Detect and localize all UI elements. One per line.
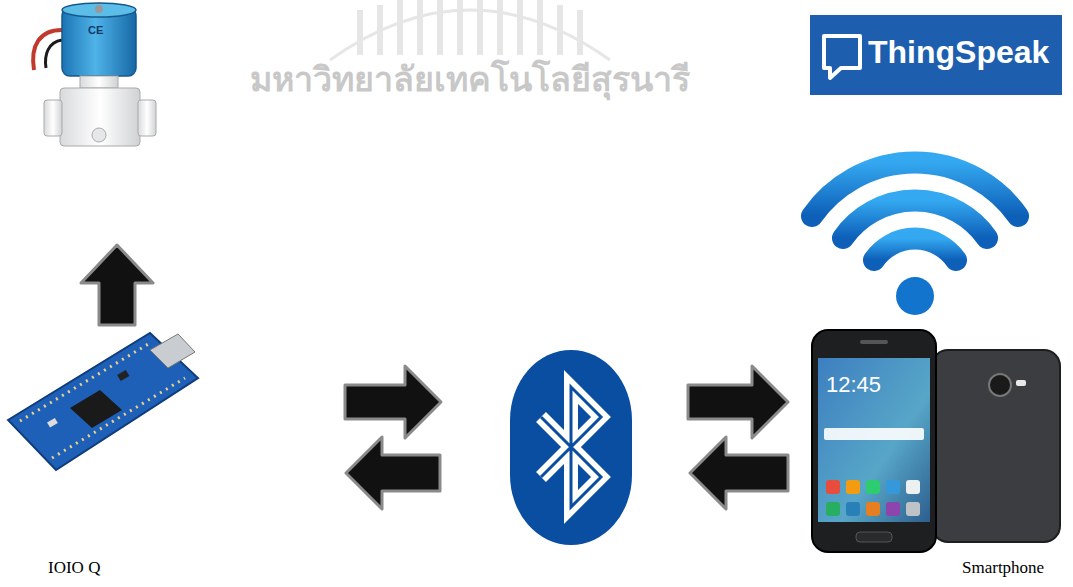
pcb <box>8 333 198 470</box>
valve-port <box>44 100 62 136</box>
usb-port <box>150 334 195 368</box>
node-title: IOIO Q <box>48 558 100 578</box>
phone-back <box>932 350 1060 542</box>
app-icon <box>826 480 840 494</box>
search-bar <box>824 428 924 440</box>
node-title: ThingSpeak <box>868 34 1049 71</box>
thingspeak-icon <box>824 36 860 78</box>
wifi-arc <box>812 163 1018 216</box>
wifi-symbol <box>812 163 1018 260</box>
wifi-arc <box>874 239 956 260</box>
phone-screen <box>818 358 930 522</box>
phone-flash <box>1016 380 1026 386</box>
valve-port <box>138 100 156 136</box>
valve-wire <box>33 30 62 70</box>
chip <box>70 390 122 428</box>
watermark-logo <box>330 0 610 60</box>
bluetooth-badge <box>510 350 632 545</box>
app-icon <box>846 480 860 494</box>
app-icon <box>846 502 860 516</box>
component <box>117 370 129 381</box>
app-icon <box>866 502 880 516</box>
screen-clock: 12:45 <box>826 372 881 398</box>
bluetooth-rune-inner <box>541 387 601 507</box>
valve-neck <box>80 76 118 88</box>
block-arrow <box>690 437 788 509</box>
smartphone-illustration <box>812 330 1060 552</box>
node-title: Smartphone <box>962 558 1044 578</box>
app-icon <box>866 480 880 494</box>
valve-screw <box>95 5 103 13</box>
bluetooth-rune <box>541 387 601 507</box>
phone-front <box>812 330 936 552</box>
bluetooth-logo <box>510 350 632 545</box>
block-arrow <box>688 366 788 438</box>
smartphone-device: Smartphone <box>810 330 1072 582</box>
block-arrow <box>346 437 440 509</box>
valve-port-hole <box>92 128 106 142</box>
certification-mark: CE <box>88 24 103 36</box>
controller-board: IOIO Q <box>0 330 200 582</box>
solenoid-valve <box>33 3 156 146</box>
app-icon <box>886 502 900 516</box>
watermark-arc <box>330 10 610 60</box>
wifi-arc <box>843 201 987 238</box>
watermark-stripes <box>360 0 580 55</box>
wifi-dot <box>896 277 934 315</box>
app-icon <box>886 480 900 494</box>
phone-speaker <box>860 340 888 344</box>
block-arrow <box>81 245 153 325</box>
valve-wire <box>46 40 62 68</box>
app-icon <box>826 502 840 516</box>
watermark-text: มหาวิทยาลัยเทคโนโลยีสุรนารี <box>250 52 690 106</box>
valve-body <box>60 88 140 146</box>
valve-coil <box>62 8 136 76</box>
valve-coil-top <box>62 3 136 17</box>
home-button <box>856 532 892 542</box>
ioio-board <box>8 333 198 470</box>
block-arrow <box>345 366 441 438</box>
service-logo: ThingSpeak <box>810 15 1062 95</box>
app-icon <box>906 480 920 494</box>
app-icon <box>906 502 920 516</box>
phone-camera <box>989 374 1011 396</box>
component <box>47 418 58 428</box>
app-icons <box>826 480 920 516</box>
